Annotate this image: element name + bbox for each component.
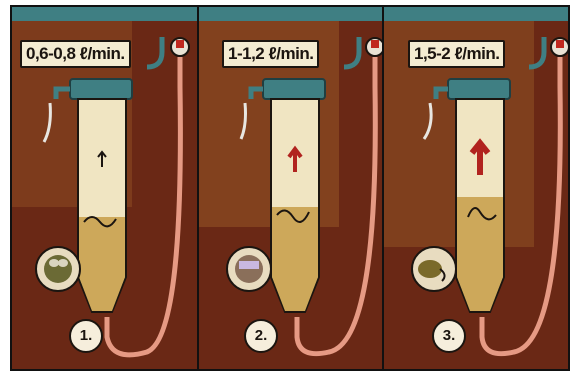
panel-divider	[197, 7, 199, 369]
panel-divider	[382, 7, 384, 369]
step-number-1: 1.	[69, 319, 103, 353]
step-number-3: 3.	[432, 319, 466, 353]
water-supply-pipe	[12, 7, 198, 21]
flow-rate-label-2: 1-1,2 ℓ/min.	[222, 40, 319, 68]
step-number-2: 2.	[244, 319, 278, 353]
flow-rate-label-3: 1,5-2 ℓ/min.	[408, 40, 505, 68]
flow-rate-label-1: 0,6-0,8 ℓ/min.	[20, 40, 131, 68]
illustration-frame: 0,6-0,8 ℓ/min. 1-1,2 ℓ/min. 1,5-2 ℓ/min.…	[10, 5, 570, 371]
